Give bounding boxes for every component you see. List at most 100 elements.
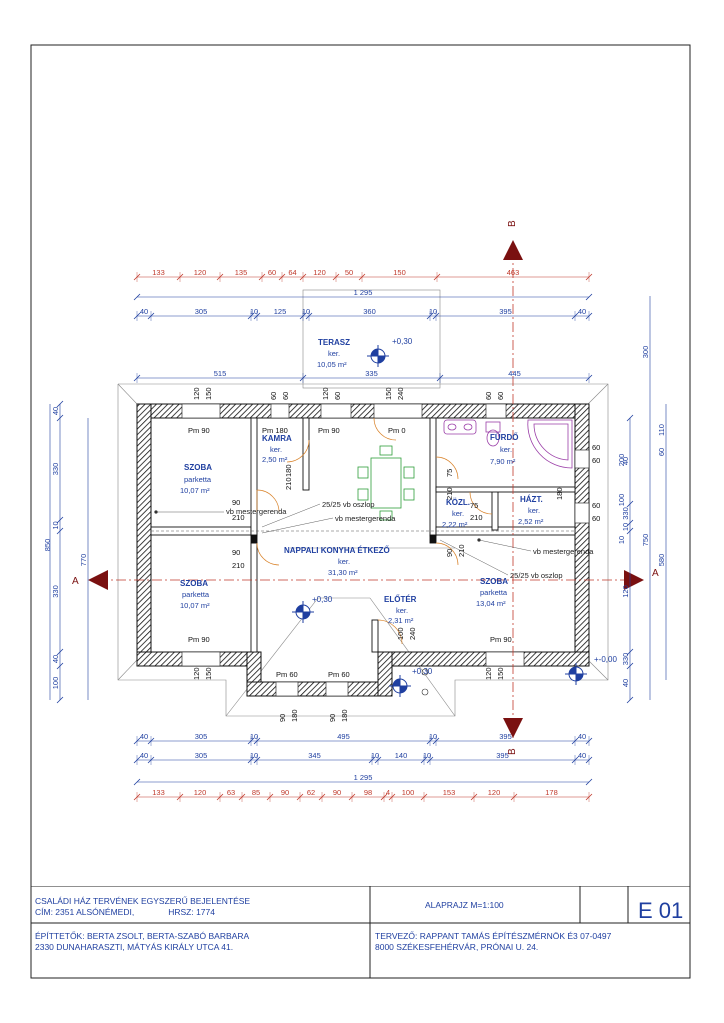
dim-tick <box>56 400 64 408</box>
dim-label: 750 <box>641 534 650 547</box>
drawing-title: ALAPRAJZ M=1:100 <box>425 900 504 910</box>
room-szoba-3: SZOBA parketta 13,04 m² <box>476 577 508 608</box>
room-floor: ker. <box>338 557 350 566</box>
sheet-code: E 01 <box>638 898 683 923</box>
pm-label: Pm 90 <box>188 635 210 644</box>
dim-label: 580 <box>657 554 666 567</box>
room-name: ELŐTÉR <box>384 595 417 604</box>
opening-size: 180 <box>284 464 293 477</box>
room-terasz: TERASZ ker. 10,05 m² <box>317 338 350 369</box>
opening-size: 210 <box>232 513 245 522</box>
dim-label: 140 <box>395 751 408 760</box>
room-floor: parketta <box>184 475 212 484</box>
pm-label: Pm 180 <box>262 426 288 435</box>
opening-size: 210 <box>232 561 245 570</box>
elevation-markers <box>292 345 587 697</box>
opening-sizes: 120 150 60 60 120 60 150 240 60 60 180 2… <box>192 387 600 722</box>
room-floor: ker. <box>328 349 340 358</box>
section-b-bottom-marker <box>503 718 523 738</box>
room-kamra: KAMRA ker. 2,50 m² <box>262 434 292 464</box>
dim-label: 40 <box>51 407 60 415</box>
dim-label: 10 <box>371 751 379 760</box>
pm-label: Pm 90 <box>318 426 340 435</box>
dim-tick <box>56 527 64 535</box>
dim-label: 335 <box>365 369 378 378</box>
section-markers <box>88 240 644 738</box>
room-szoba-1: SZOBA parketta 10,07 m² <box>180 463 212 495</box>
dim-label: 395 <box>499 732 512 741</box>
bathroom-fixtures <box>443 419 573 469</box>
section-lines <box>98 250 634 738</box>
windows <box>181 403 590 697</box>
dim-label: 770 <box>79 554 88 567</box>
opening-size: 90 <box>232 548 240 557</box>
room-floor: ker. <box>500 445 512 454</box>
opening-size: 60 <box>592 501 600 510</box>
opening-size: 210 <box>470 513 483 522</box>
room-name: SZOBA <box>180 579 208 588</box>
room-area: 2,52 m² <box>518 517 544 526</box>
dim-tick <box>626 696 634 704</box>
dim-label: 125 <box>274 307 287 316</box>
opening-size: 60 <box>592 443 600 452</box>
dim-label: 330 <box>51 585 60 598</box>
opening-size: 60 <box>484 392 493 400</box>
dim-label: 120 <box>194 268 207 277</box>
project-address: CÍM: 2351 ALSÓNÉMEDI, <box>35 907 135 917</box>
pm-label: Pm 60 <box>276 670 298 679</box>
room-nappali: NAPPALI KONYHA ÉTKEZŐ ker. 31,30 m² <box>284 546 390 577</box>
room-area: 2,22 m² <box>442 520 468 529</box>
dim-chain-bottom-3: 1 295 <box>133 773 593 786</box>
owners-line-2: 2330 DUNAHARASZTI, MÁTYÁS KIRÁLY UTCA 41… <box>35 942 234 952</box>
dim-label: 515 <box>214 369 227 378</box>
opening-size: 75 <box>470 501 478 510</box>
dim-label: 10 <box>250 732 258 741</box>
dim-label: 395 <box>499 307 512 316</box>
elevation-ground: +-0,00 <box>594 655 617 664</box>
dim-tick <box>56 648 64 656</box>
room-name: KAMRA <box>262 434 292 443</box>
dim-label: 445 <box>508 369 521 378</box>
entry-step-circles <box>421 668 429 696</box>
opening-size: 60 <box>281 392 290 400</box>
title-block-grid <box>31 886 690 978</box>
room-eloter: ELŐTÉR ker. 2,31 m² <box>384 595 417 625</box>
room-kozl: KÖZL. ker. 2,22 m² <box>442 498 470 529</box>
dim-label: 305 <box>195 751 208 760</box>
dining-table <box>357 445 415 521</box>
room-floor: parketta <box>182 590 210 599</box>
room-name: HÁZT. <box>520 495 543 504</box>
dim-label: 120 <box>488 788 501 797</box>
dim-tick <box>56 414 64 422</box>
owners-line-1: ÉPÍTTETŐK: BERTA ZSOLT, BERTA-SZABÓ BARB… <box>35 931 250 941</box>
dim-label: 1 295 <box>354 773 373 782</box>
dim-tick <box>585 293 593 301</box>
note-leaders <box>154 503 532 576</box>
opening-size: 90 <box>328 714 337 722</box>
note-beam-right: vb mestergerenda <box>533 547 594 556</box>
dim-chain-top-2: 1 295 <box>133 288 593 301</box>
opening-size: 210 <box>445 487 454 500</box>
dim-label: 100 <box>617 494 626 507</box>
dim-label: 150 <box>393 268 406 277</box>
room-area: 10,07 m² <box>180 486 210 495</box>
room-area: 10,07 m² <box>180 601 210 610</box>
dim-label: 10 <box>621 523 630 531</box>
dim-label: 330 <box>621 653 630 666</box>
room-szoba-2: SZOBA parketta 10,07 m² <box>180 579 210 610</box>
dim-label: 360 <box>363 307 376 316</box>
note-column-right: 25/25 vb oszlop <box>510 571 563 580</box>
dim-label: 463 <box>507 268 520 277</box>
sheet-border <box>30 44 691 979</box>
dim-label: 40 <box>578 732 586 741</box>
dim-label: 345 <box>308 751 321 760</box>
opening-labels: Pm 90 Pm 180 Pm 90 Pm 0 Pm 90 Pm 60 Pm 6… <box>188 426 512 679</box>
opening-size: 150 <box>204 387 213 400</box>
project-line-2: CÍM: 2351 ALSÓNÉMEDI,HRSZ: 1774 <box>35 907 250 918</box>
dim-label: 4 <box>386 788 390 797</box>
dim-label: 63 <box>227 788 235 797</box>
project-title: CSALÁDI HÁZ TERVÉNEK EGYSZERŰ BEJELENTÉS… <box>35 896 250 918</box>
